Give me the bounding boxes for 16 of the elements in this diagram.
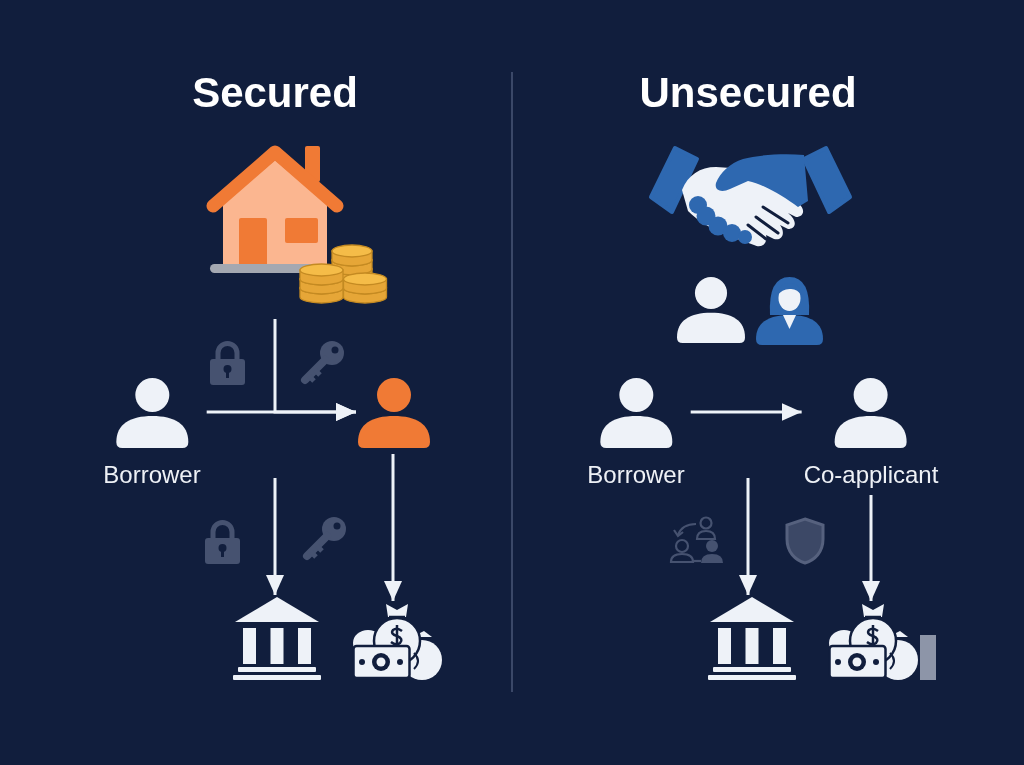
arrow	[266, 478, 284, 595]
column-heading: Secured	[192, 69, 358, 117]
role-label: Borrower	[587, 461, 685, 489]
person-icon	[358, 378, 430, 448]
money-bags-icon	[352, 603, 442, 680]
arrow	[690, 403, 802, 421]
role-label: Borrower	[103, 461, 201, 489]
column-heading: Unsecured	[639, 69, 857, 117]
arrow	[739, 478, 757, 595]
arrow	[384, 454, 402, 601]
money-bags-icon	[828, 603, 918, 680]
arrow	[862, 495, 880, 601]
arrow	[273, 319, 356, 421]
bank-icon	[708, 597, 796, 680]
bank-icon	[233, 597, 321, 680]
role-label: Co-applicant	[803, 461, 939, 489]
